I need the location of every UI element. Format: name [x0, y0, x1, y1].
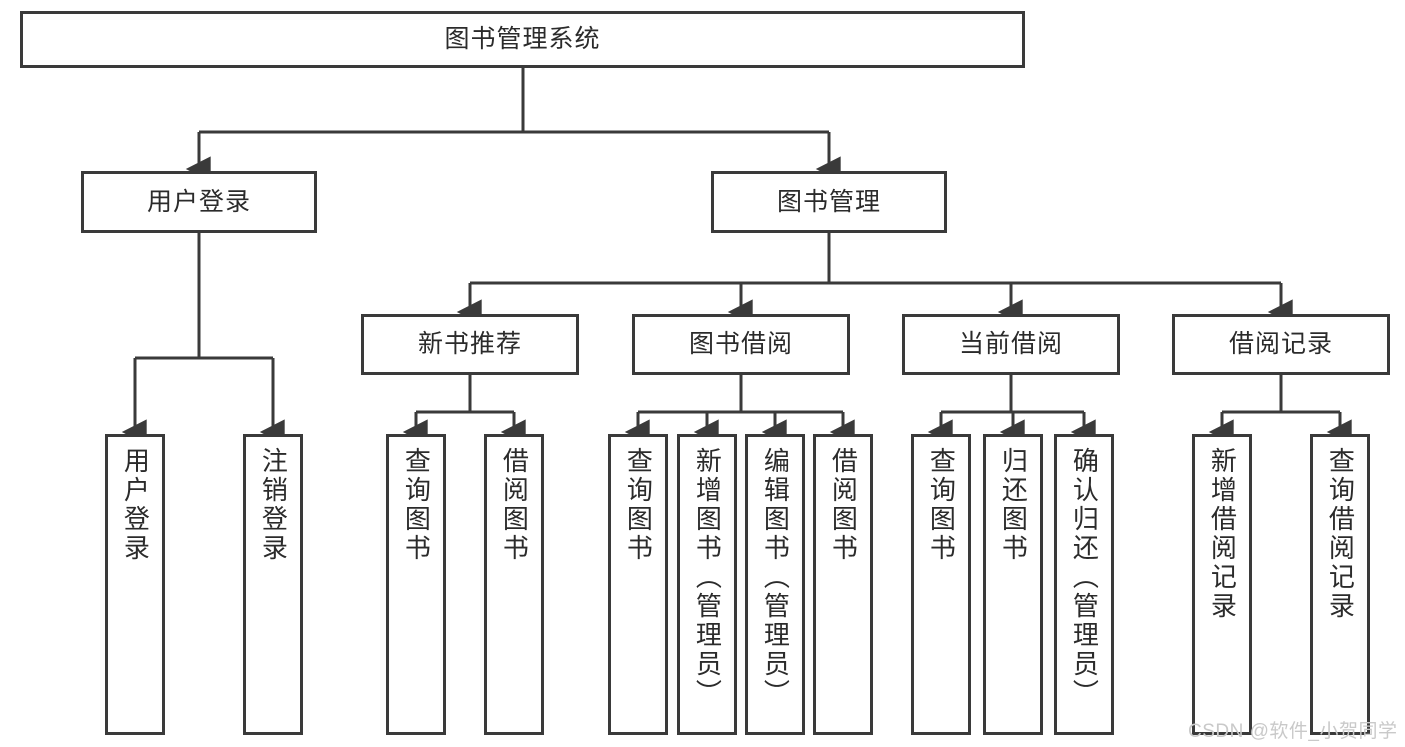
node-borrow[interactable]: 图书借阅: [632, 314, 850, 375]
node-l12[interactable]: 新增借阅记录: [1192, 434, 1252, 735]
node-label: 新书推荐: [417, 330, 522, 358]
node-label: 归还图书: [998, 447, 1029, 563]
node-records[interactable]: 借阅记录: [1172, 314, 1390, 375]
node-label: 借阅图书: [499, 447, 530, 563]
node-label: 确认归还（管理员）: [1069, 447, 1100, 708]
node-l3[interactable]: 查询图书: [386, 434, 446, 735]
node-label: 编辑图书（管理员）: [760, 447, 791, 708]
node-l4[interactable]: 借阅图书: [484, 434, 544, 735]
node-label: 借阅图书: [828, 447, 859, 563]
node-l2[interactable]: 注销登录: [243, 434, 303, 735]
node-l6[interactable]: 新增图书（管理员）: [677, 434, 737, 735]
node-l11[interactable]: 确认归还（管理员）: [1054, 434, 1114, 735]
node-l9[interactable]: 查询图书: [911, 434, 971, 735]
node-label: 图书管理: [776, 187, 881, 216]
node-label: 新增图书（管理员）: [692, 447, 723, 708]
node-label: 查询图书: [623, 447, 654, 563]
node-label: 当前借阅: [958, 330, 1063, 358]
node-root[interactable]: 图书管理系统: [20, 11, 1025, 68]
node-label: 用户登录: [120, 447, 151, 563]
node-l1[interactable]: 用户登录: [105, 434, 165, 735]
node-current[interactable]: 当前借阅: [902, 314, 1120, 375]
node-label: 借阅记录: [1228, 330, 1333, 358]
node-label: 图书借阅: [688, 330, 793, 358]
node-newbook[interactable]: 新书推荐: [361, 314, 579, 375]
node-l5[interactable]: 查询图书: [608, 434, 668, 735]
node-bookmgmt[interactable]: 图书管理: [711, 171, 947, 233]
node-label: 查询借阅记录: [1325, 447, 1356, 621]
node-label: 图书管理系统: [444, 25, 601, 53]
watermark: CSDN @软件_小贺同学: [1188, 721, 1398, 742]
node-label: 新增借阅记录: [1207, 447, 1238, 621]
node-l13[interactable]: 查询借阅记录: [1310, 434, 1370, 735]
node-label: 查询图书: [926, 447, 957, 563]
node-login[interactable]: 用户登录: [81, 171, 317, 233]
node-label: 用户登录: [146, 187, 251, 216]
node-l7[interactable]: 编辑图书（管理员）: [745, 434, 805, 735]
node-l8[interactable]: 借阅图书: [813, 434, 873, 735]
node-l10[interactable]: 归还图书: [983, 434, 1043, 735]
node-label: 查询图书: [401, 447, 432, 563]
node-label: 注销登录: [258, 447, 289, 563]
